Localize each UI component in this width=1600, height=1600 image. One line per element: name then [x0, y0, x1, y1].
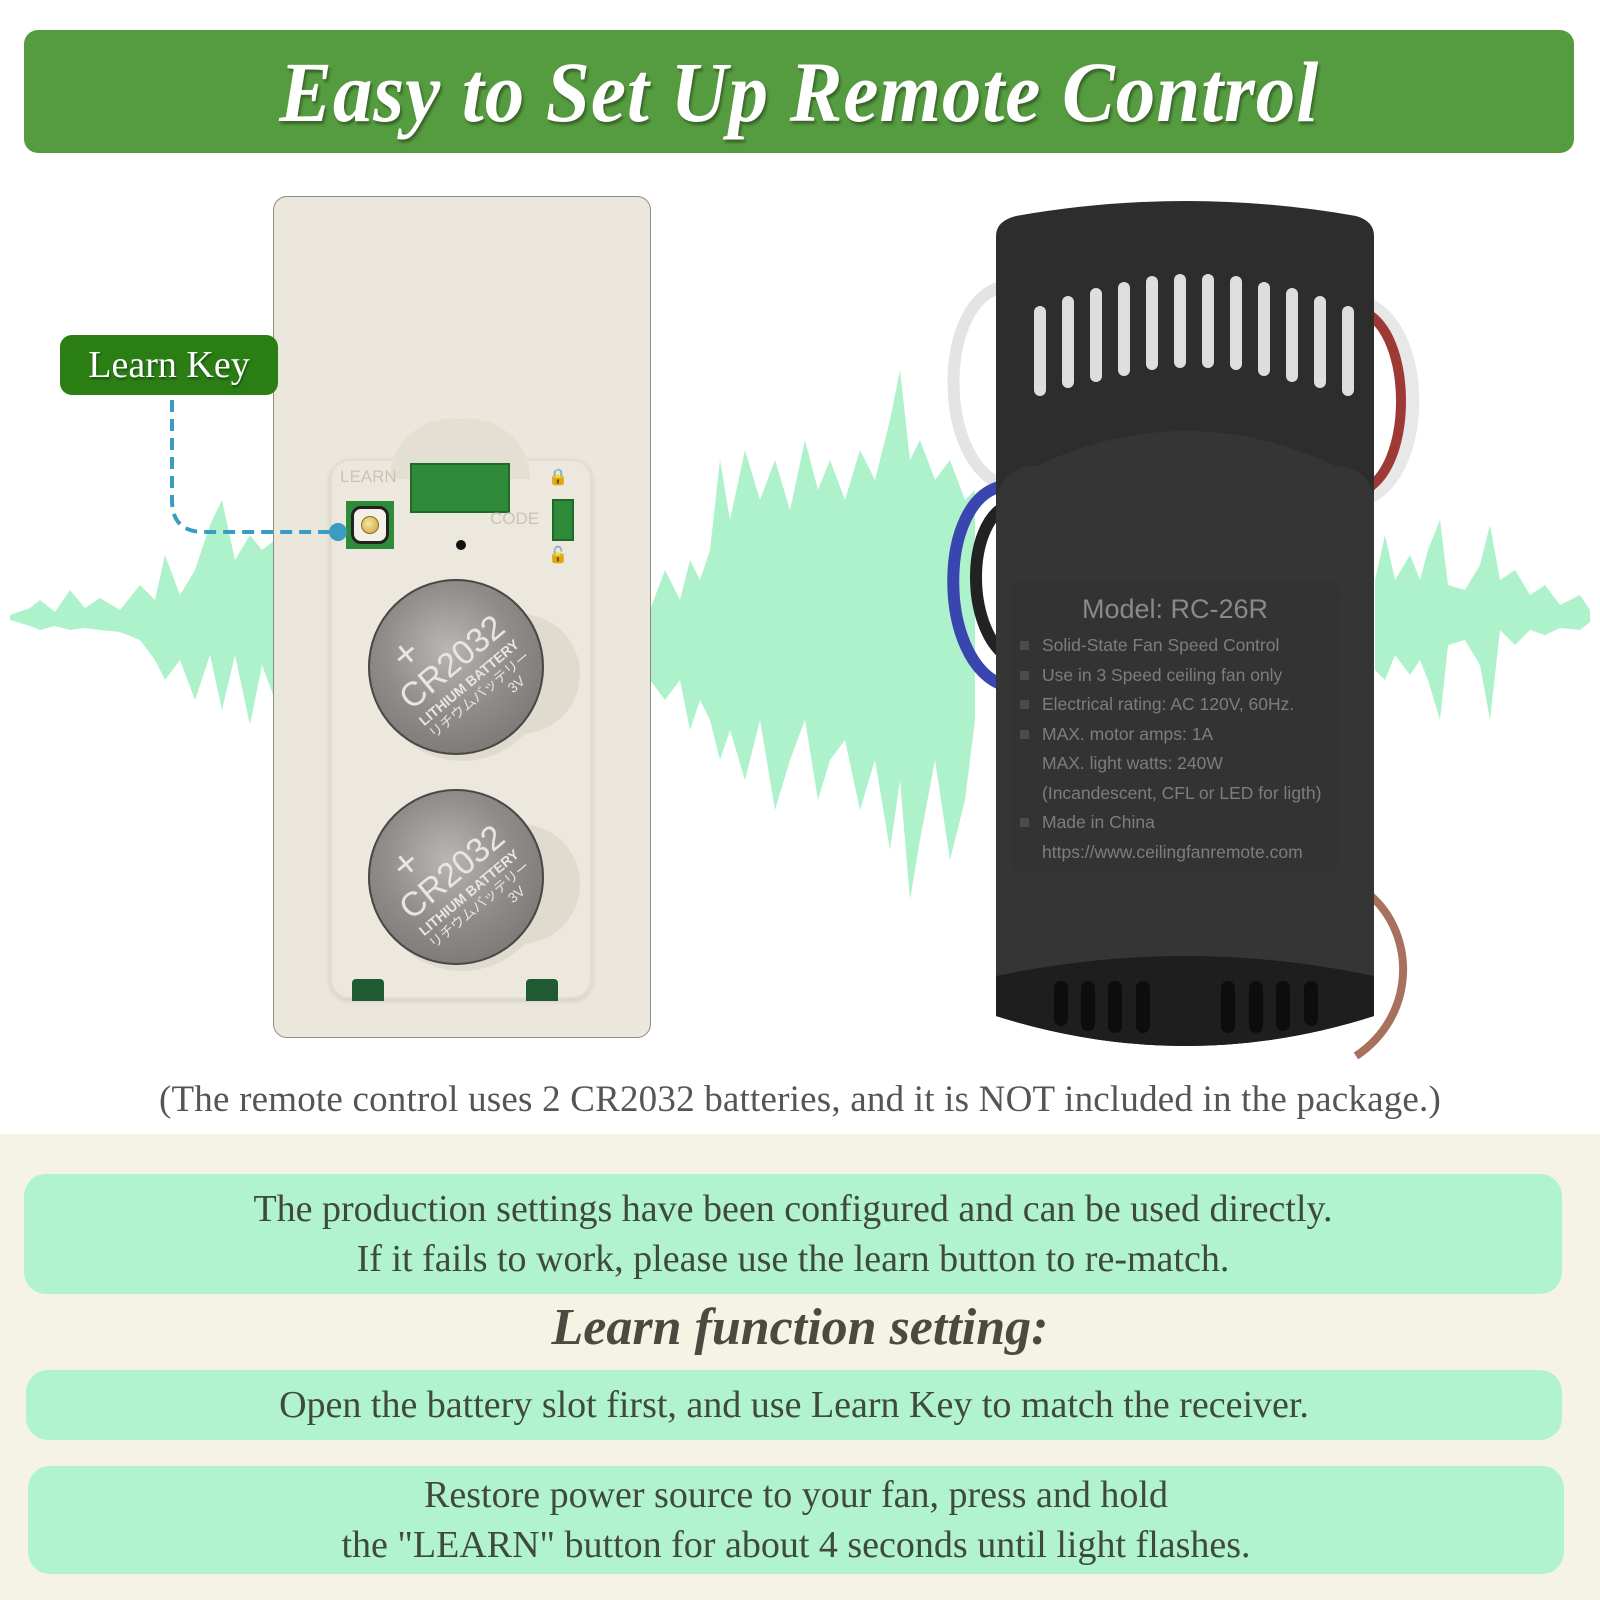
unlock-icon: 🔓	[548, 547, 568, 564]
spec-text: https://www.ceilingfanremote.com	[1042, 841, 1303, 862]
step-2-line-2: the "LEARN" button for about 4 seconds u…	[341, 1524, 1251, 1566]
learn-function-heading: Learn function setting:	[551, 1299, 1049, 1356]
step-2-box: Restore power source to your fan, press …	[28, 1466, 1564, 1574]
circuit-board	[410, 463, 510, 513]
spec-text: (Incandescent, CFL or LED for ligth)	[1042, 782, 1322, 803]
spec-text: Made in China	[1042, 812, 1155, 833]
intro-line-2: If it fails to work, please use the lear…	[356, 1238, 1230, 1280]
battery-label: + CR2032 LITHIUM BATTERY リチウムバッテリー 3V	[332, 753, 580, 1001]
battery-label: + CR2032 LITHIUM BATTERY リチウムバッテリー 3V	[332, 543, 580, 791]
bullet-icon	[1020, 700, 1029, 710]
battery-compartment: LEARN 🔒 CODE 🔓 + CR2032 LITHIUM BATTERY …	[330, 419, 592, 1001]
spec-text: Solid-State Fan Speed Control	[1042, 635, 1280, 656]
intro-note-box: The production settings have been config…	[24, 1174, 1562, 1294]
spec-row: Made in China	[1020, 808, 1330, 838]
fan-receiver-unit: Model: RC-26R Solid-State Fan Speed Cont…	[947, 201, 1420, 1060]
step-2-line-1: Restore power source to your fan, press …	[424, 1474, 1168, 1516]
intro-line-1: The production settings have been config…	[253, 1188, 1333, 1230]
spec-row: (Incandescent, CFL or LED for ligth)	[1020, 779, 1330, 809]
spec-row: https://www.ceilingfanremote.com	[1020, 838, 1330, 868]
spec-row: MAX. light watts: 240W	[1020, 749, 1330, 779]
spec-row: Electrical rating: AC 120V, 60Hz.	[1020, 690, 1330, 720]
bullet-icon	[1020, 670, 1029, 680]
battery-cr2032-1: + CR2032 LITHIUM BATTERY リチウムバッテリー 3V	[368, 579, 544, 755]
bay-latch-left	[352, 979, 384, 1001]
lock-icon: 🔒	[548, 469, 568, 486]
learn-button-cap	[351, 506, 389, 544]
spec-text: Use in 3 Speed ceiling fan only	[1042, 664, 1283, 685]
learn-silkscreen-label: LEARN	[340, 467, 397, 486]
battery-note-caption: (The remote control uses 2 CR2032 batter…	[158, 1079, 1441, 1120]
battery-cr2032-2: + CR2032 LITHIUM BATTERY リチウムバッテリー 3V	[368, 789, 544, 965]
spec-text: Electrical rating: AC 120V, 60Hz.	[1042, 694, 1295, 715]
spec-text: MAX. light watts: 240W	[1042, 753, 1223, 774]
step-1-text: Open the battery slot first, and use Lea…	[279, 1384, 1309, 1426]
spec-row: MAX. motor amps: 1A	[1020, 720, 1330, 750]
bay-latch-right	[526, 979, 558, 1001]
learn-button-dot	[361, 516, 379, 534]
model-number: Model: RC-26R	[1081, 594, 1269, 624]
learn-button[interactable]	[346, 501, 394, 549]
signal-waveform-icon	[10, 370, 1590, 900]
bullet-icon	[1020, 729, 1029, 739]
header-banner: Easy to Set Up Remote Control	[24, 30, 1574, 153]
spec-text: MAX. motor amps: 1A	[1042, 723, 1214, 744]
bullet-icon	[1020, 641, 1029, 651]
code-switch[interactable]	[552, 499, 574, 541]
spec-row: Use in 3 Speed ceiling fan only	[1020, 661, 1330, 691]
bullet-icon	[1020, 818, 1029, 828]
remote-control-back: LEARN 🔒 CODE 🔓 + CR2032 LITHIUM BATTERY …	[273, 196, 651, 1038]
product-illustration: LEARN 🔒 CODE 🔓 + CR2032 LITHIUM BATTERY …	[0, 160, 1600, 1060]
indicator-led	[456, 540, 466, 550]
learn-key-callout: Learn Key	[60, 335, 278, 395]
spec-row: Solid-State Fan Speed Control	[1020, 631, 1330, 661]
step-1-box: Open the battery slot first, and use Lea…	[26, 1370, 1562, 1440]
page-title: Easy to Set Up Remote Control	[279, 43, 1319, 140]
code-silkscreen-label: CODE	[490, 509, 540, 528]
spec-label: Model: RC-26R Solid-State Fan Speed Cont…	[1010, 580, 1340, 874]
